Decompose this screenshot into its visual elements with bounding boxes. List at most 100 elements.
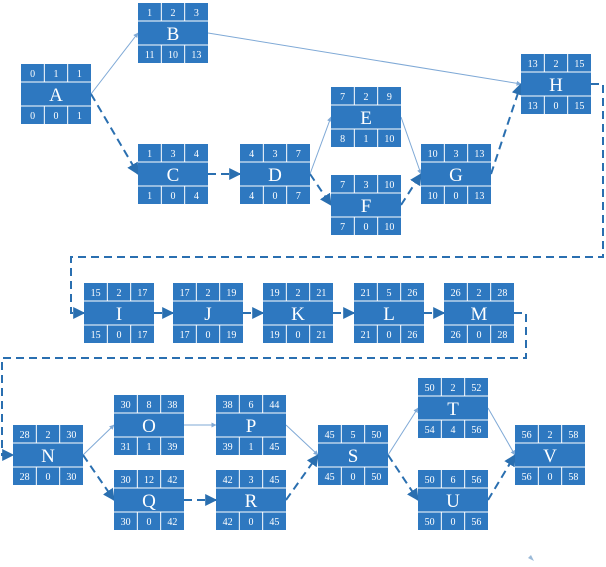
stray-arrow-mark: [528, 555, 534, 561]
node-top-value: 28: [497, 288, 507, 299]
node-top-value: 4: [249, 149, 254, 160]
node-box: [173, 283, 243, 343]
node-top-value: 21: [361, 288, 371, 299]
node-bottom-value: 0: [54, 111, 59, 122]
node-bottom-value: 4: [249, 191, 254, 202]
node-top-value: 6: [249, 400, 254, 411]
node-bottom-value: 13: [191, 50, 201, 61]
node-box: [216, 395, 286, 455]
node-top-value: 10: [384, 180, 394, 191]
edge-d-f: [309, 173, 332, 206]
node-box: [114, 395, 184, 455]
node-bottom-value: 28: [20, 472, 30, 483]
node-bottom-value: 10: [384, 222, 394, 233]
edge-f-g: [400, 172, 422, 206]
node-label: T: [447, 399, 459, 420]
node-box: [331, 175, 401, 235]
node-bottom-value: 50: [371, 472, 381, 483]
node-top-value: 10: [428, 149, 438, 160]
node-bottom-value: 42: [167, 517, 177, 528]
node-top-value: 30: [66, 430, 76, 441]
node-top-value: 50: [425, 475, 435, 486]
node-top-value: 12: [144, 475, 154, 486]
node-bottom-value: 26: [407, 330, 417, 341]
node-label: C: [167, 165, 180, 186]
node-box: [515, 425, 585, 485]
node-label: J: [204, 304, 211, 325]
node-bottom-value: 21: [316, 330, 326, 341]
node-top-value: 3: [364, 180, 369, 191]
node-top-value: 1: [54, 69, 59, 80]
node-top-value: 7: [296, 149, 301, 160]
node-box: [13, 425, 83, 485]
node-box: [418, 378, 488, 438]
node-top-value: 4: [194, 149, 199, 160]
node-top-value: 3: [273, 149, 278, 160]
edge-m-n: [1, 312, 527, 461]
edge-d-e: [309, 116, 332, 175]
node-bottom-value: 1: [249, 442, 254, 453]
node-bottom-value: 1: [364, 134, 369, 145]
node-bottom-value: 0: [351, 472, 356, 483]
node-top-value: 45: [325, 430, 335, 441]
node-bottom-value: 28: [497, 330, 507, 341]
node-top-value: 1: [77, 69, 82, 80]
edge-a-c: [90, 93, 139, 176]
node-box: [84, 283, 154, 343]
node-box: [240, 144, 310, 204]
node-top-value: 7: [340, 180, 345, 191]
node-top-value: 56: [471, 475, 481, 486]
node-top-value: 2: [117, 288, 122, 299]
node-bottom-value: 39: [167, 442, 177, 453]
node-bottom-value: 0: [451, 517, 456, 528]
node-bottom-value: 11: [145, 50, 155, 61]
node-bottom-value: 0: [117, 330, 122, 341]
node-top-value: 7: [340, 92, 345, 103]
node-label: A: [49, 85, 63, 106]
node-label: P: [246, 416, 257, 437]
node-top-value: 30: [121, 475, 131, 486]
node-bottom-value: 39: [223, 442, 233, 453]
node-bottom-value: 56: [471, 425, 481, 436]
node-label: O: [142, 416, 156, 437]
node-box: [354, 283, 424, 343]
node-bottom-value: 15: [574, 101, 584, 112]
node-bottom-value: 0: [364, 222, 369, 233]
node-bottom-value: 45: [269, 517, 279, 528]
node-bottom-value: 8: [340, 134, 345, 145]
node-bottom-value: 0: [206, 330, 211, 341]
node-bottom-value: 19: [226, 330, 236, 341]
edge-n-q: [82, 454, 115, 501]
node-bottom-value: 54: [425, 425, 435, 436]
node-top-value: 45: [269, 475, 279, 486]
node-bottom-value: 10: [428, 191, 438, 202]
node-top-value: 42: [167, 475, 177, 486]
node-bottom-value: 13: [528, 101, 538, 112]
node-top-value: 44: [269, 400, 279, 411]
node-top-value: 9: [387, 92, 392, 103]
node-box: [138, 144, 208, 204]
node-top-value: 8: [147, 400, 152, 411]
